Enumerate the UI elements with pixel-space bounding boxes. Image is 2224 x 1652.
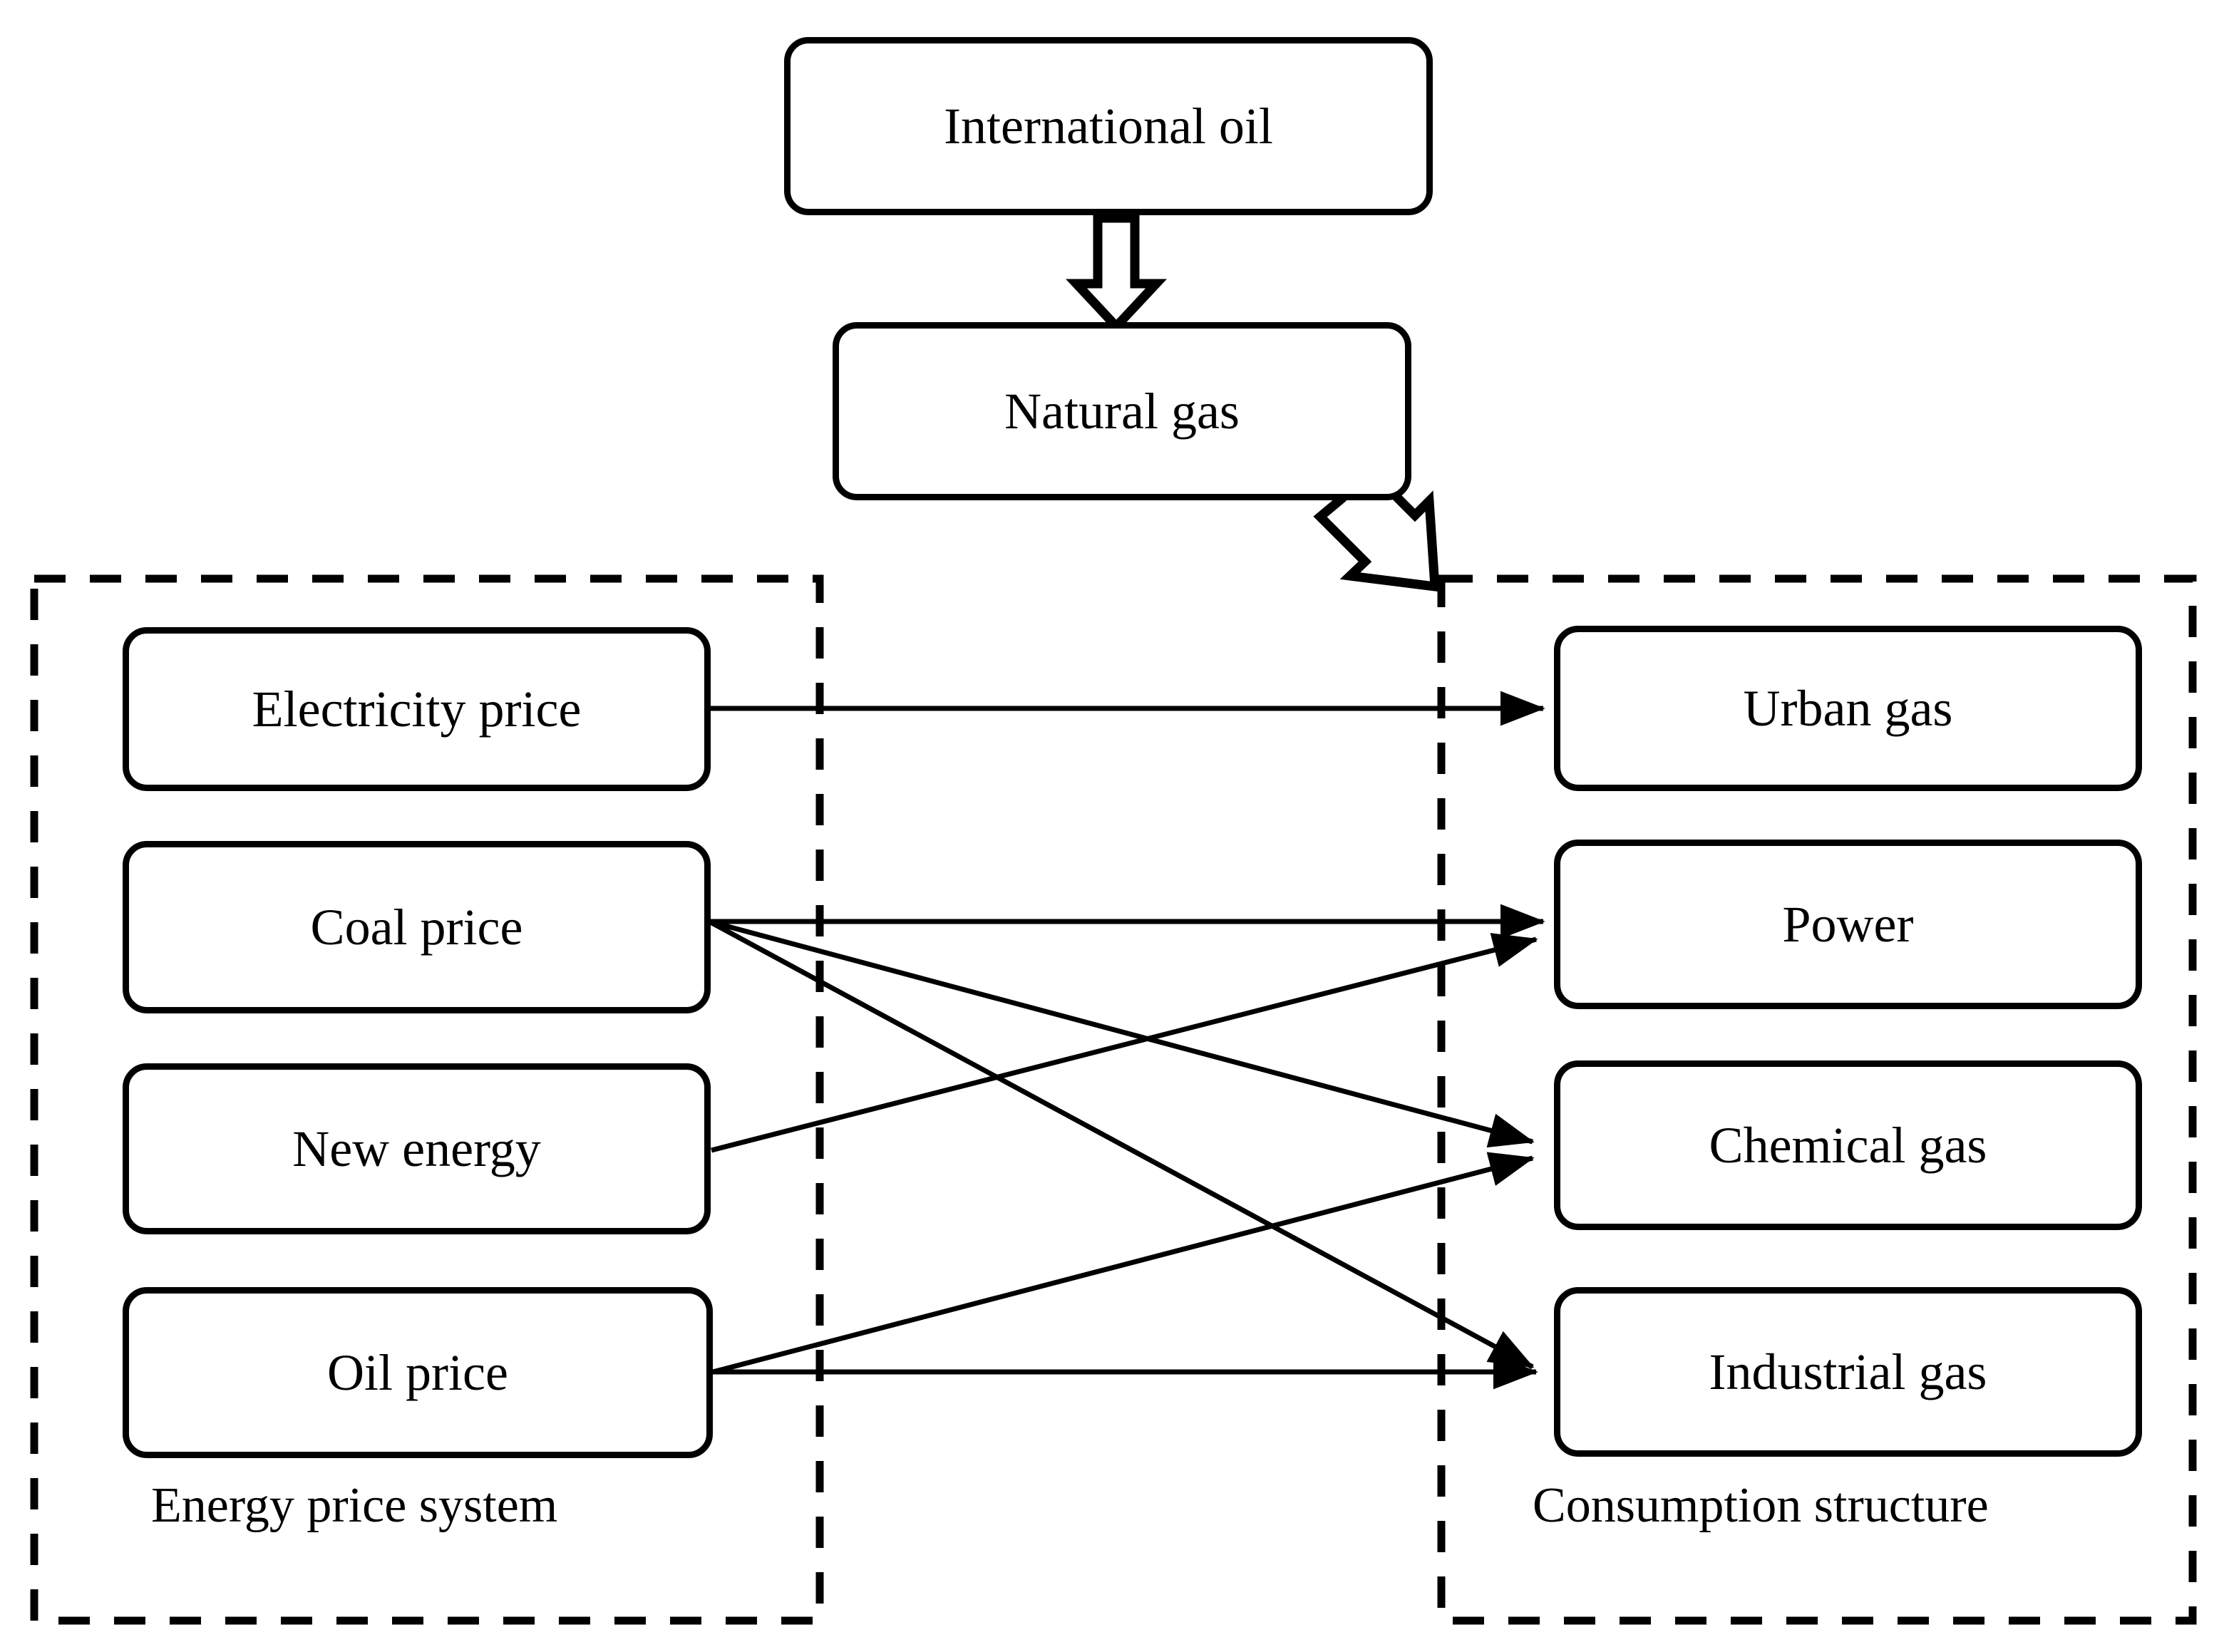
connector-new-energy-to-power [711, 933, 1538, 1153]
node-international-oil[interactable]: International oil [784, 37, 1433, 215]
node-oil-price[interactable]: Oil price [123, 1287, 713, 1458]
group-label-energy-price-system: Energy price system [151, 1481, 557, 1531]
node-label-international-oil: International oil [944, 98, 1273, 155]
group-boundary-energy-price-system [30, 574, 824, 1625]
node-urban-gas[interactable]: Urban gas [1554, 626, 2142, 791]
node-label-new-energy: New energy [292, 1120, 541, 1177]
group-label-consumption-structure: Consumption structure [1533, 1481, 1989, 1531]
group-label-text-energy-price-system: Energy price system [151, 1478, 558, 1533]
node-natural-gas[interactable]: Natural gas [833, 322, 1411, 500]
node-electricity-price[interactable]: Electricity price [123, 627, 711, 791]
connector-oil-price-to-chemical-gas [712, 1152, 1535, 1375]
node-industrial-gas[interactable]: Industrial gas [1554, 1287, 2142, 1457]
node-chemical-gas[interactable]: Chemical gas [1554, 1060, 2142, 1230]
group-boundary-consumption-structure [1437, 574, 2197, 1625]
node-label-oil-price: Oil price [327, 1344, 508, 1401]
node-label-industrial-gas: Industrial gas [1709, 1343, 1987, 1400]
node-label-urban-gas: Urban gas [1743, 680, 1953, 737]
node-label-electricity-price: Electricity price [252, 681, 582, 738]
node-label-power: Power [1782, 896, 1914, 953]
block-arrow-international-oil-to-natural-gas [1066, 213, 1167, 334]
node-label-chemical-gas: Chemical gas [1709, 1117, 1987, 1174]
node-coal-price[interactable]: Coal price [123, 841, 711, 1013]
node-label-coal-price: Coal price [310, 899, 523, 956]
connector-coal-price-to-industrial-gas [708, 919, 1535, 1370]
node-power[interactable]: Power [1554, 840, 2142, 1009]
connector-coal-price-to-chemical-gas [709, 919, 1535, 1148]
node-new-energy[interactable]: New energy [123, 1063, 711, 1234]
node-label-natural-gas: Natural gas [1004, 383, 1240, 440]
group-label-text-consumption-structure: Consumption structure [1533, 1478, 1989, 1533]
